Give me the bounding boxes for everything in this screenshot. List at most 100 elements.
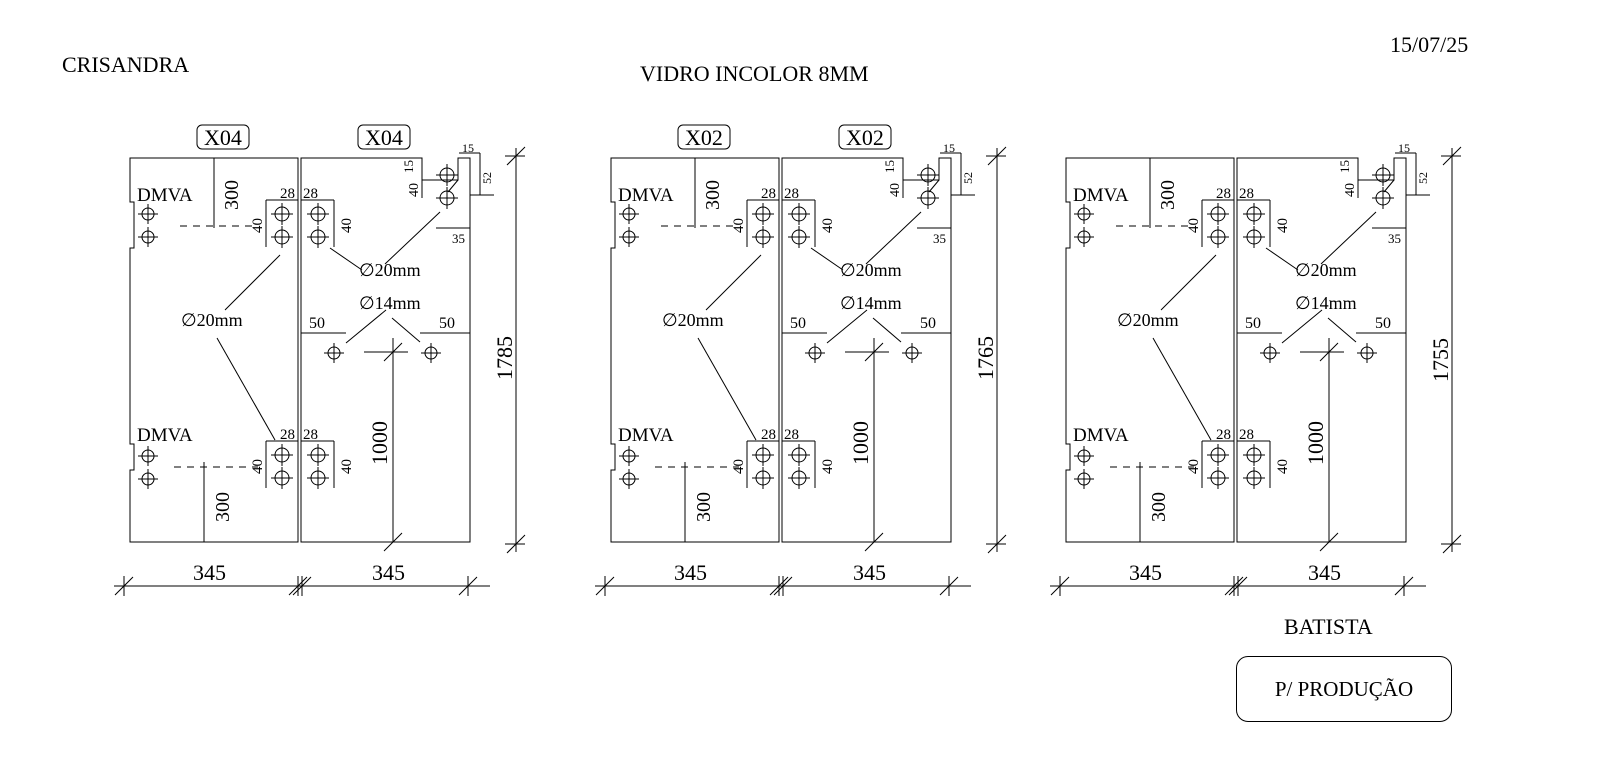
material-title: VIDRO INCOLOR 8MM bbox=[640, 61, 869, 86]
hole-diameter-large-left: ∅20mm bbox=[1117, 310, 1179, 330]
author-name: BATISTA bbox=[1284, 614, 1373, 639]
hole-diameter-small: ∅14mm bbox=[359, 293, 421, 313]
hole-pitch-dim-bottom: 40 bbox=[339, 459, 355, 474]
hole-pitch-dim-bottom: 40 bbox=[820, 459, 836, 474]
hole-edge-dim-bottom: 28 bbox=[280, 427, 295, 443]
handle-height-dim: 1000 bbox=[1303, 421, 1328, 465]
hinge-label-top: DMVA bbox=[618, 185, 674, 206]
handle-edge-dim-right: 50 bbox=[920, 315, 936, 332]
right-panel-outline bbox=[300, 157, 471, 543]
corner-drop-dim: 35 bbox=[933, 231, 946, 246]
hole-pitch-dim-top: 40 bbox=[820, 218, 836, 233]
notch-line bbox=[447, 179, 459, 193]
hole-diameter-small: ∅14mm bbox=[1295, 293, 1357, 313]
left-panel-width: 345 bbox=[1129, 560, 1162, 585]
leader-line bbox=[345, 309, 387, 344]
hole-diameter-small: ∅14mm bbox=[840, 293, 902, 313]
right-panel-width: 345 bbox=[372, 560, 405, 585]
status-label: P/ PRODUÇÃO bbox=[1274, 676, 1414, 701]
hole-pitch-dim-top: 40 bbox=[1275, 218, 1291, 233]
notch-line bbox=[928, 179, 940, 193]
handle-height-dim: 1000 bbox=[848, 421, 873, 465]
hinge-offset-top: 300 bbox=[1157, 180, 1179, 210]
hole-edge-dim-top: 28 bbox=[280, 186, 295, 202]
hole-pitch-dim-top: 40 bbox=[250, 218, 266, 233]
drawing-date: 15/07/25 bbox=[1390, 32, 1469, 57]
qty-box-left bbox=[196, 124, 250, 150]
corner-x-dim: 15 bbox=[943, 141, 955, 155]
hole-diameter-large-right: ∅20mm bbox=[840, 260, 902, 280]
corner-pitch-dim: 15 bbox=[1337, 160, 1352, 173]
handle-edge-dim-left: 50 bbox=[790, 315, 806, 332]
hole-diameter-large-left: ∅20mm bbox=[181, 310, 243, 330]
hinge-label-top: DMVA bbox=[1073, 185, 1129, 206]
leader-line bbox=[391, 317, 421, 343]
hole-pitch-dim-bottom: 40 bbox=[1275, 459, 1291, 474]
corner-x-dim: 15 bbox=[462, 141, 474, 155]
leader-line bbox=[705, 254, 762, 311]
hole-edge-dim-bottom: 28 bbox=[1239, 427, 1254, 443]
right-panel-outline bbox=[1236, 157, 1407, 543]
hole-pitch-dim-bottom: 40 bbox=[250, 459, 266, 474]
notch-line bbox=[1383, 179, 1395, 193]
hinge-label-bottom: DMVA bbox=[137, 425, 193, 446]
handle-edge-dim-right: 50 bbox=[1375, 315, 1391, 332]
hinge-offset-bottom: 300 bbox=[1148, 492, 1170, 522]
leader-line bbox=[224, 254, 281, 311]
hinge-offset-top: 300 bbox=[702, 180, 724, 210]
leader-line bbox=[697, 337, 757, 441]
hinge-offset-bottom: 300 bbox=[212, 492, 234, 522]
corner-gap-dim: 40 bbox=[407, 183, 422, 197]
qty-label-right: X02 bbox=[846, 125, 884, 150]
left-panel-outline bbox=[129, 157, 299, 543]
corner-gap-dim: 40 bbox=[888, 183, 903, 197]
hole-edge-dim-top: 28 bbox=[1216, 186, 1231, 202]
hole-edge-dim-top: 28 bbox=[761, 186, 776, 202]
right-panel-outline bbox=[781, 157, 952, 543]
hole-diameter-large-right: ∅20mm bbox=[359, 260, 421, 280]
left-panel-width: 345 bbox=[193, 560, 226, 585]
dimension-tick bbox=[1319, 342, 1339, 362]
leader-line bbox=[384, 211, 441, 265]
dimension-tick bbox=[383, 342, 403, 362]
hole-edge-dim-bottom: 28 bbox=[303, 427, 318, 443]
corner-pitch-dim: 15 bbox=[882, 160, 897, 173]
leader-line bbox=[1160, 254, 1217, 311]
handle-edge-dim-left: 50 bbox=[1245, 315, 1261, 332]
corner-y-dim: 52 bbox=[961, 172, 975, 184]
corner-gap-dim: 40 bbox=[1343, 183, 1358, 197]
left-panel-outline bbox=[1065, 157, 1235, 543]
corner-drop-dim: 35 bbox=[452, 231, 465, 246]
qty-box-left bbox=[677, 124, 731, 150]
hinge-offset-top: 300 bbox=[221, 180, 243, 210]
hole-edge-dim-bottom: 28 bbox=[1216, 427, 1231, 443]
qty-label-left: X04 bbox=[204, 125, 242, 150]
hole-edge-dim-top: 28 bbox=[784, 186, 799, 202]
corner-y-dim: 52 bbox=[1416, 172, 1430, 184]
hole-pitch-dim-top: 40 bbox=[339, 218, 355, 233]
hole-pitch-dim-bottom: 40 bbox=[1186, 459, 1202, 474]
right-panel-width: 345 bbox=[853, 560, 886, 585]
right-panel-width: 345 bbox=[1308, 560, 1341, 585]
corner-y-dim: 52 bbox=[480, 172, 494, 184]
hinge-label-top: DMVA bbox=[137, 185, 193, 206]
hinge-label-bottom: DMVA bbox=[618, 425, 674, 446]
leader-line bbox=[216, 337, 276, 441]
handle-height-dim: 1000 bbox=[367, 421, 392, 465]
dimension-tick bbox=[864, 342, 884, 362]
hole-pitch-dim-top: 40 bbox=[1186, 218, 1202, 233]
leader-line bbox=[1152, 337, 1212, 441]
leader-line bbox=[865, 211, 922, 265]
qty-box-right bbox=[838, 124, 892, 150]
overall-height: 1785 bbox=[492, 336, 517, 380]
hole-diameter-large-right: ∅20mm bbox=[1295, 260, 1357, 280]
hole-edge-dim-bottom: 28 bbox=[761, 427, 776, 443]
hole-diameter-large-left: ∅20mm bbox=[662, 310, 724, 330]
leader-line bbox=[872, 317, 902, 343]
overall-height: 1765 bbox=[973, 336, 998, 380]
leader-line bbox=[810, 247, 844, 271]
